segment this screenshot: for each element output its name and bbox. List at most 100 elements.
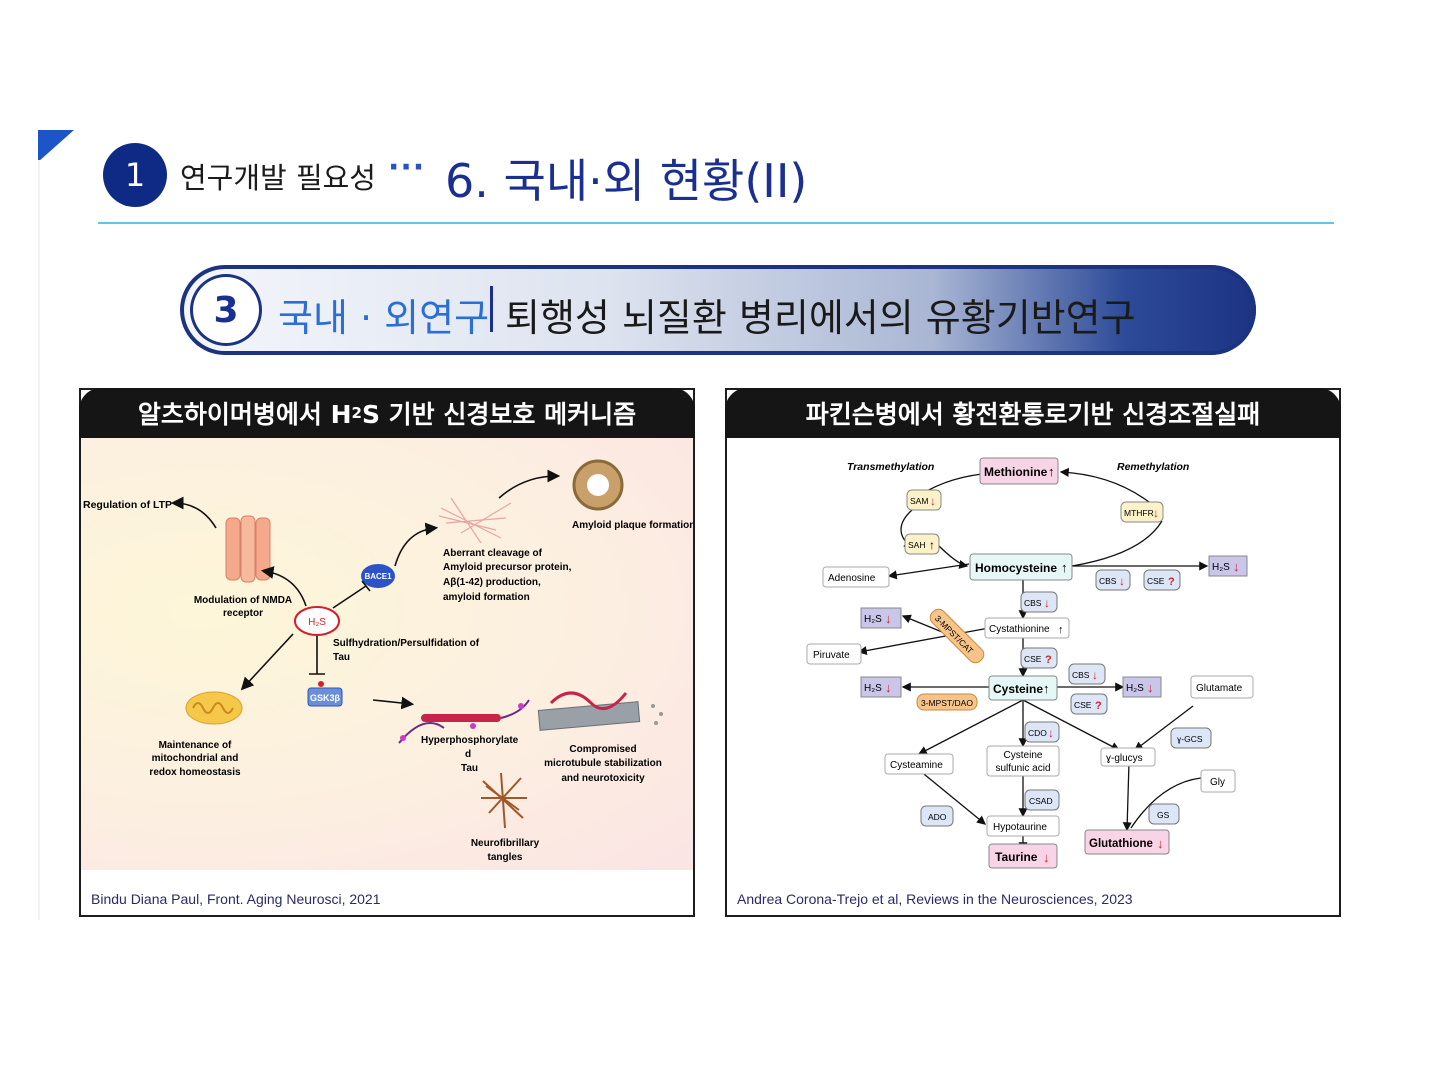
arrow-to-tau: [372, 696, 415, 710]
edge-sah-homocysteine: [936, 543, 969, 569]
h2s-left1-label: H₂S: [864, 614, 882, 625]
cse-c-label: CSE: [1074, 700, 1092, 710]
sah-node: [904, 533, 940, 555]
cysteamine-label: Cysteamine: [890, 760, 943, 771]
taurine-node: [988, 843, 1058, 869]
parkinson-panel: 파킨슨병에서 황전환통로기반 신경조절실패: [725, 388, 1341, 917]
h2s-right-node: [1122, 676, 1162, 698]
cysteine-label: Cysteine: [993, 682, 1043, 696]
mpst-dao-node: [916, 693, 978, 711]
homocysteine-label: Homocysteine: [975, 561, 1057, 575]
cse-c-q-icon: ?: [1095, 700, 1102, 712]
corner-accent-icon: [38, 130, 74, 162]
cysteine-node: [988, 675, 1058, 701]
csa-label-1: Cysteine: [1004, 750, 1043, 761]
bace1-enzyme-icon: [361, 564, 395, 588]
h2s-top-label: H₂S: [1212, 562, 1230, 573]
hyper-label-2: d: [465, 749, 471, 760]
csad-label: CSAD: [1029, 796, 1053, 806]
sulfur-pathway-figure: Transmethylation Remethylation Methionin…: [806, 457, 1254, 869]
phospho-dot-icon: [318, 681, 324, 687]
gs-node: [1148, 803, 1180, 825]
methionine-node: [979, 457, 1059, 485]
cse-a-q-icon: ?: [1168, 576, 1175, 588]
tau-protein-icon: [398, 699, 530, 744]
glutathione-node: [1084, 829, 1170, 855]
h2s-left1-down-icon: ↓: [885, 611, 892, 626]
alzheimer-title-post: S 기반 신경보호 메커니즘: [361, 400, 637, 429]
csa-label-2: sulfunic acid: [995, 763, 1050, 774]
edge-yglucys-glutathione: [1122, 761, 1132, 832]
glutathione-down-icon: ↓: [1157, 836, 1164, 851]
mpst-dao-label: 3-MPST/DAO: [921, 698, 973, 708]
adenosine-label: Adenosine: [828, 573, 876, 584]
h2s-left2-down-icon: ↓: [885, 680, 892, 695]
h2s-right-label: H₂S: [1126, 683, 1144, 694]
sam-down-icon: ↓: [930, 494, 936, 508]
cbs-a-down-icon: ↓: [1119, 574, 1125, 588]
cbs-a-label: CBS: [1099, 576, 1117, 586]
tangles-label-2: tangles: [487, 852, 522, 863]
h2s-left1-node: [860, 607, 902, 629]
section-label: 연구개발 필요성: [180, 161, 376, 195]
bace1-label: BACE1: [364, 572, 392, 581]
piruvate-label: Piruvate: [813, 650, 850, 661]
ado-label: ADO: [928, 812, 947, 822]
cse-b-node: [1020, 647, 1058, 669]
cysteamine-node: [884, 753, 954, 775]
cdo-down-icon: ↓: [1048, 726, 1054, 740]
tangles-label-1: Neurofibrillary: [471, 838, 540, 849]
section-number-badge: 1: [103, 143, 167, 207]
cdo-label: CDO: [1028, 728, 1047, 738]
h2s-left2-label: H₂S: [864, 683, 882, 694]
glutamate-label: Glutamate: [1196, 683, 1243, 694]
adenosine-node: [822, 566, 890, 588]
homocysteine-node: [969, 553, 1073, 581]
taurine-label: Taurine: [995, 850, 1038, 864]
csa-node: [986, 745, 1060, 777]
microtubule-label-3: and neurotoxicity: [561, 773, 645, 784]
cbs-c-down-icon: ↓: [1092, 668, 1098, 682]
cse-b-label: CSE: [1024, 654, 1042, 664]
sulfhydration-label-1: Sulfhydration/Persulfidation of: [333, 638, 480, 649]
mito-label-3: redox homeostasis: [149, 767, 241, 778]
cdo-node: [1024, 721, 1060, 743]
mthfr-label: MTHFR: [1124, 508, 1154, 518]
microtubule-label-2: microtubule stabilization: [544, 758, 662, 769]
cysteine-up-icon: ↑: [1043, 681, 1050, 696]
sam-label: SAM: [910, 496, 928, 506]
cbs-b-label: CBS: [1024, 598, 1042, 608]
ygcs-label: ɣ-GCS: [1177, 734, 1203, 744]
banner-topic: 퇴행성 뇌질환 병리에서의 유황기반연구: [505, 296, 1136, 340]
cse-a-node: [1143, 569, 1181, 591]
aberrant-label-1: Aberrant cleavage of: [443, 548, 543, 559]
plaque-label: Amyloid plaque formation: [572, 520, 693, 531]
edge-homocysteine-mthfr: [1071, 520, 1163, 567]
cbs-b-down-icon: ↓: [1044, 596, 1050, 610]
inhibit-gsk3b: [309, 636, 325, 675]
gly-label: Gly: [1210, 777, 1225, 788]
alzheimer-title-sub: 2: [351, 404, 362, 422]
left-rule: [38, 160, 40, 920]
ygcs-node: [1170, 727, 1212, 749]
parkinson-citation: Andrea Corona-Trejo et al, Reviews in th…: [737, 891, 1133, 907]
h2s-top-down-icon: ↓: [1233, 559, 1240, 574]
h2s-right-down-icon: ↓: [1147, 680, 1154, 695]
h2s-cloud-icon: H₂S: [294, 606, 340, 636]
edge-glutamate-yglucys: [1133, 705, 1194, 751]
csad-node: [1024, 789, 1060, 811]
aberrant-label-4: amyloid formation: [443, 592, 530, 603]
hyper-label-1: Hyperphosphorylate: [421, 735, 519, 746]
cse-c-node: [1070, 693, 1108, 715]
h2s-left2-node: [860, 676, 902, 698]
cbs-c-label: CBS: [1072, 670, 1090, 680]
cystathionine-up-icon: ↑: [1058, 624, 1064, 636]
h2s-top-node: [1208, 555, 1248, 577]
tangles-icon: [481, 772, 527, 829]
alzheimer-citation: Bindu Diana Paul, Front. Aging Neurosci,…: [91, 891, 381, 907]
banner-category: 국내 · 외연구: [278, 296, 490, 340]
gsk3b-box-icon: [307, 687, 343, 707]
mitochondrion-icon: [185, 691, 243, 725]
